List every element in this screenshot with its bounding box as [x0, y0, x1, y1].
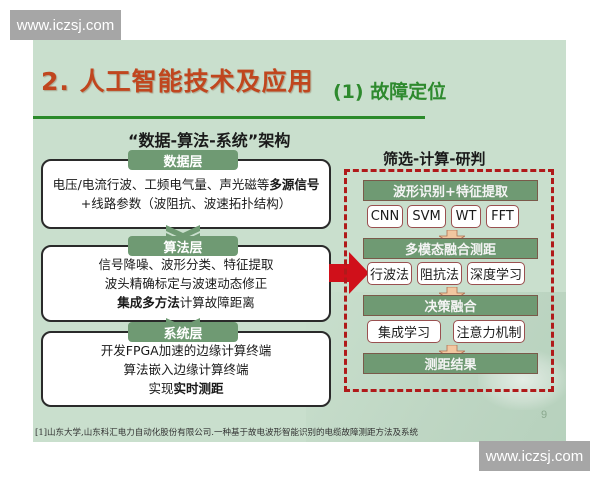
slide-title: 2. 人工智能技术及应用	[41, 67, 314, 96]
layer-line: 实现实时测距	[148, 379, 223, 398]
layer-tag-algorithm: 算法层	[128, 236, 238, 256]
watermark-top: www.iczsj.com	[10, 10, 121, 40]
line-text: 信号降噪、波形分类、特征提取	[98, 257, 274, 272]
arrow-right-icon	[329, 252, 369, 294]
chip-attention-mechanism: 注意力机制	[453, 320, 525, 343]
watermark-bottom: www.iczsj.com	[479, 441, 590, 471]
line-text: 电压/电流行波、工频电气量、声光磁等	[52, 177, 270, 192]
line-text: 计算故障距离	[179, 295, 255, 310]
pipeline-heading: 筛选-计算-研判	[383, 150, 486, 168]
layer-box-data: 电压/电流行波、工频电气量、声光磁等多源信号 +线路参数（波阻抗、波速拓扑结构）	[41, 159, 331, 229]
chip-cnn: CNN	[367, 205, 403, 228]
line-text: +线路参数（波阻抗、波速拓扑结构）	[80, 196, 292, 211]
layer-line: 算法嵌入边缘计算终端	[123, 360, 248, 379]
layer-line: 信号降噪、波形分类、特征提取	[98, 255, 273, 274]
footnote: [1]山东大学,山东科汇电力自动化股份有限公司.一种基于故电波形智能识别的电缆故…	[35, 428, 418, 438]
slide: 2. 人工智能技术及应用 (1) 故障定位 “数据-算法-系统”架构 数据层 电…	[33, 40, 566, 442]
line-bold-text: 集成多方法	[117, 295, 180, 310]
step-waveform-recognition: 波形识别+特征提取	[363, 180, 538, 201]
line-text: 开发FPGA加速的边缘计算终端	[100, 342, 272, 358]
chip-wt: WT	[451, 205, 481, 228]
page-number: 9	[541, 409, 548, 421]
step-ranging-result: 测距结果	[363, 353, 538, 374]
pipeline-frame	[344, 169, 554, 392]
line-bold-text: 实时测距	[173, 380, 224, 396]
title-divider	[33, 116, 425, 119]
layer-line: 波头精确标定与波速动态修正	[105, 274, 268, 293]
layer-box-system: 开发FPGA加速的边缘计算终端 算法嵌入边缘计算终端 实现实时测距	[41, 331, 331, 407]
chip-ensemble-learning: 集成学习	[367, 320, 441, 343]
line-text: 波头精确标定与波速动态修正	[104, 276, 268, 291]
chip-deep-learning: 深度学习	[467, 262, 525, 285]
chip-fft: FFT	[486, 205, 519, 228]
line-text: 实现	[148, 380, 174, 396]
slide-subtitle: (1) 故障定位	[333, 81, 447, 103]
step-multimodal-fusion: 多模态融合测距	[363, 238, 538, 259]
architecture-heading: “数据-算法-系统”架构	[128, 131, 291, 150]
layer-line: 电压/电流行波、工频电气量、声光磁等多源信号	[53, 175, 320, 194]
layer-line: 开发FPGA加速的边缘计算终端	[101, 341, 271, 360]
layer-tag-system: 系统层	[128, 322, 238, 342]
layer-box-algorithm: 信号降噪、波形分类、特征提取 波头精确标定与波速动态修正 集成多方法计算故障距离	[41, 245, 331, 322]
chip-impedance: 阻抗法	[417, 262, 462, 285]
layer-tag-data: 数据层	[128, 150, 238, 170]
line-bold-text: 多源信号	[269, 177, 320, 192]
chip-svm: SVM	[407, 205, 446, 228]
layer-line: +线路参数（波阻抗、波速拓扑结构）	[81, 194, 291, 213]
step-decision-fusion: 决策融合	[363, 295, 538, 316]
line-text: 算法嵌入边缘计算终端	[123, 361, 249, 377]
chip-traveling-wave: 行波法	[367, 262, 412, 285]
layer-line: 集成多方法计算故障距离	[117, 293, 255, 312]
